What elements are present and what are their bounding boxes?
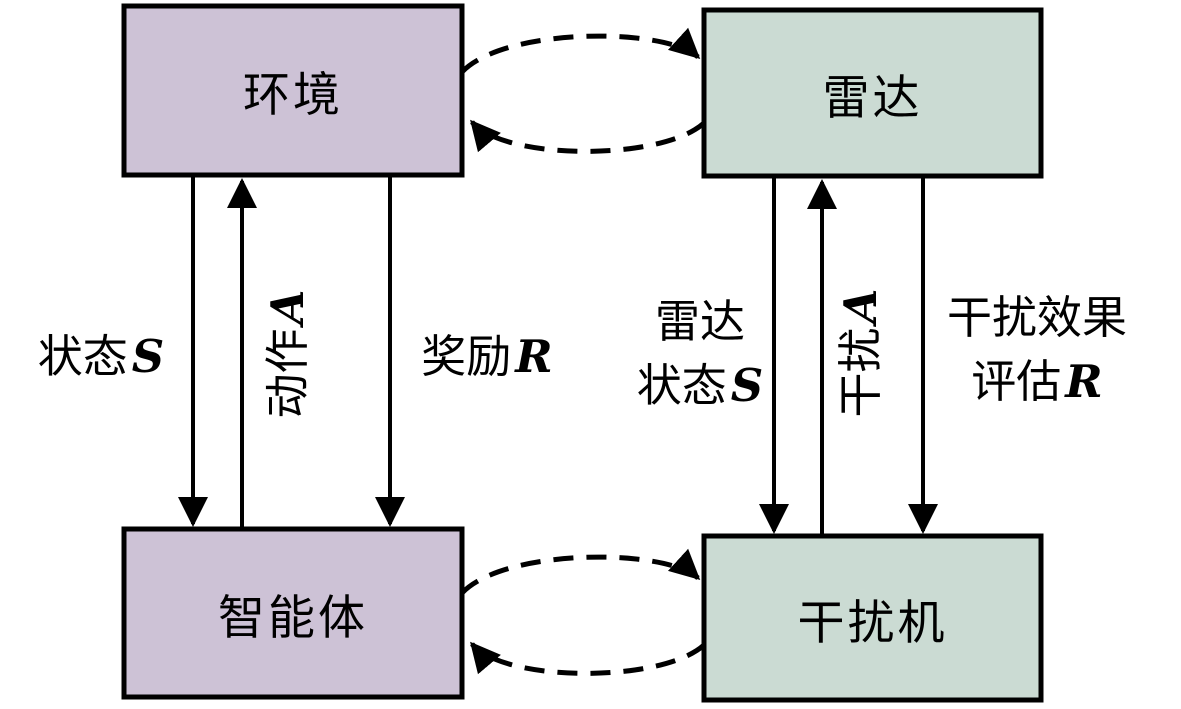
agent-to-jammer-dashed-arrow — [460, 548, 701, 595]
agent-box — [121, 526, 465, 700]
environment-box — [121, 3, 465, 178]
radar-box — [701, 7, 1044, 179]
jammer-to-agent-dashed-arrow — [470, 641, 706, 676]
radar-to-env-dashed-arrow — [470, 119, 706, 154]
env-to-radar-dashed-arrow — [460, 27, 701, 74]
jammer-box — [701, 533, 1044, 703]
